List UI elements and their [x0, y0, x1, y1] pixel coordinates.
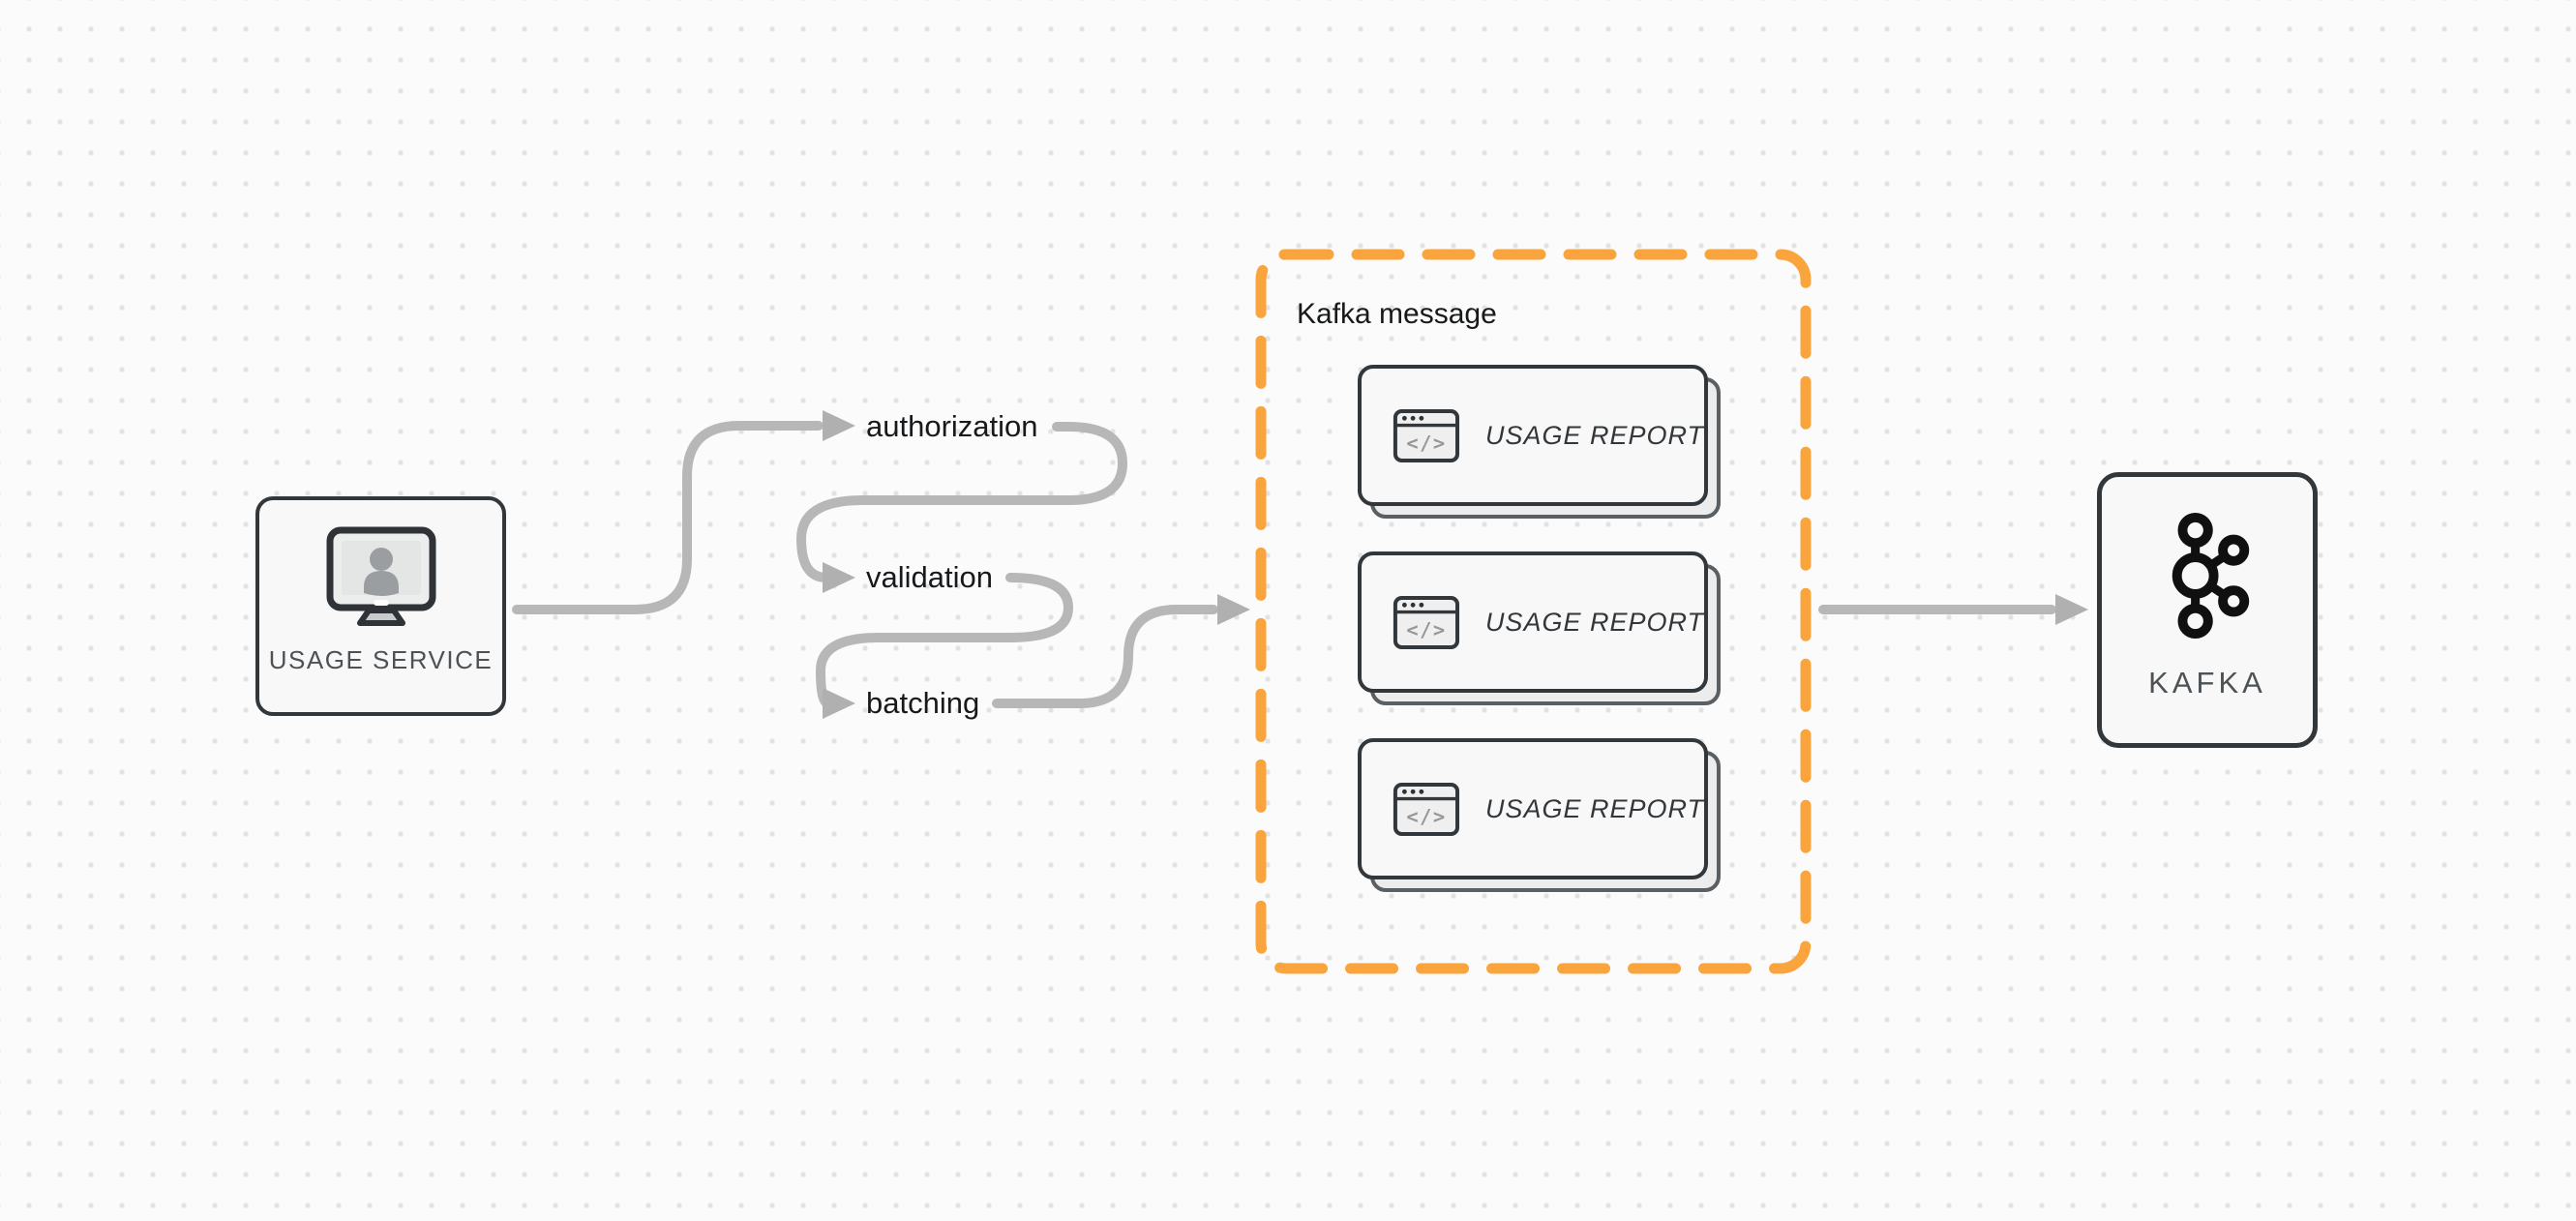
kafka-logo-icon [2172, 512, 2250, 640]
usage-report-label: USAGE REPORT [1484, 607, 1704, 637]
code-window-icon: </> [1393, 782, 1460, 836]
kafka-message-group-title: Kafka message [1297, 298, 1497, 330]
svg-text:</>: </> [1406, 805, 1446, 828]
step-label-authorization: authorization [866, 409, 1038, 443]
connector-batching-to-group [992, 605, 1218, 708]
arrowhead-batching [823, 688, 855, 719]
connector-usage-to-authorization [512, 421, 824, 614]
kafka-label: KAFKA [2148, 666, 2266, 700]
user-monitor-icon [326, 526, 435, 626]
arrowhead-validation [823, 562, 855, 593]
usage-report-card-face: </> USAGE REPORT [1358, 365, 1708, 506]
usage-report-card: </> USAGE REPORT [1358, 551, 1721, 705]
arrowhead-group-entry [1217, 594, 1250, 625]
usage-report-label: USAGE REPORT [1484, 420, 1704, 450]
code-window-icon: </> [1393, 595, 1460, 649]
step-label-batching: batching [866, 686, 980, 720]
usage-report-card: </> USAGE REPORT [1358, 365, 1721, 519]
connector-authorization-to-validation [795, 422, 1128, 582]
usage-service-label: USAGE SERVICE [268, 645, 494, 674]
arrowhead-kafka [2055, 594, 2088, 625]
usage-report-card: </> USAGE REPORT [1358, 738, 1721, 892]
svg-text:</>: </> [1406, 432, 1446, 455]
usage-service-node: USAGE SERVICE [255, 496, 506, 716]
svg-text:</>: </> [1406, 618, 1446, 641]
usage-report-label: USAGE REPORT [1484, 793, 1704, 823]
usage-report-card-face: </> USAGE REPORT [1358, 738, 1708, 879]
usage-report-card-face: </> USAGE REPORT [1358, 551, 1708, 693]
code-window-icon: </> [1393, 408, 1460, 462]
arrowhead-authorization [823, 410, 855, 441]
kafka-node: KAFKA [2097, 472, 2318, 748]
step-label-validation: validation [866, 560, 993, 594]
